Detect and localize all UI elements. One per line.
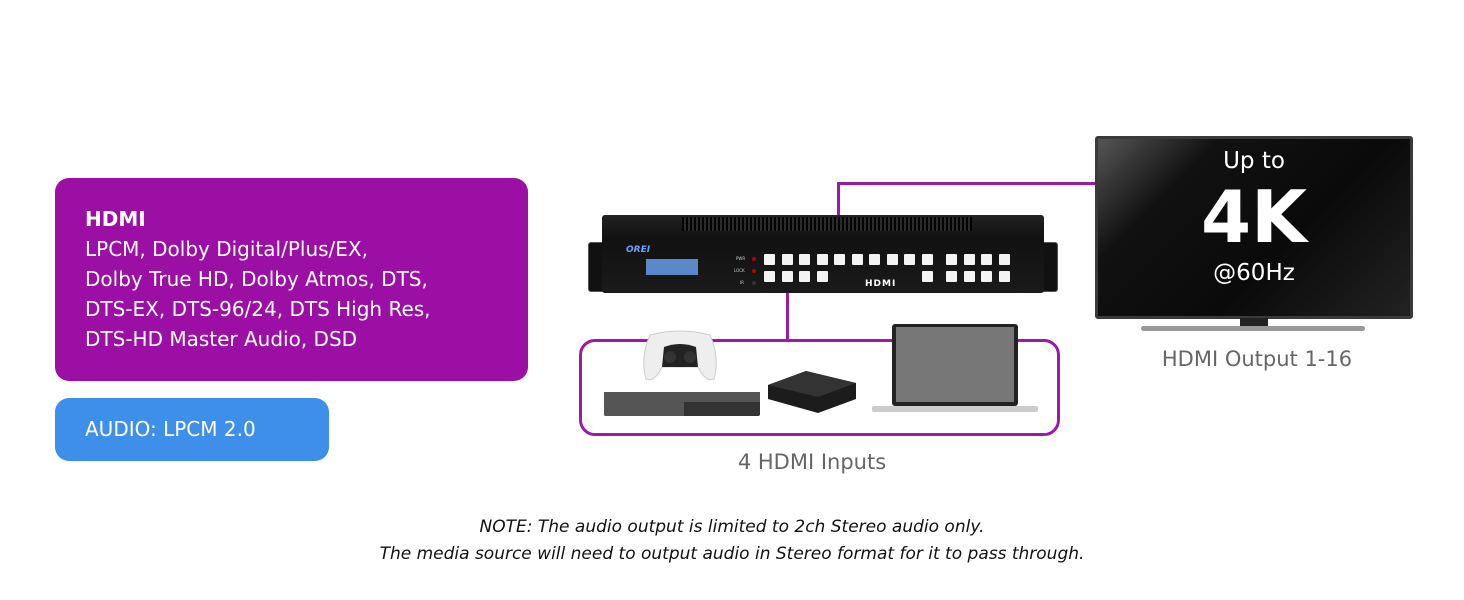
ir-sensor xyxy=(752,281,756,285)
output-caption: HDMI Output 1-16 xyxy=(1161,347,1353,371)
setup-button xyxy=(963,271,975,282)
setup-button xyxy=(981,254,992,265)
audio-output-badge: AUDIO: LPCM 2.0 xyxy=(55,398,329,461)
output-button xyxy=(921,254,933,265)
setup-button xyxy=(998,271,1010,282)
format-line: DTS-EX, DTS-96/24, DTS High Res, xyxy=(85,297,431,321)
setup-button xyxy=(963,254,975,265)
output-button xyxy=(886,254,898,265)
tv-stand-base xyxy=(1141,326,1365,331)
hdmi-matrix-switch: OREI HDMI PWR LOCK IR xyxy=(588,215,1058,293)
format-line: DTS-HD Master Audio, DSD xyxy=(85,327,358,351)
output-button xyxy=(834,254,845,265)
indicator-label: LOCK xyxy=(734,268,745,273)
tv-text-resolution: 4K xyxy=(1201,175,1307,259)
supported-audio-formats-panel: HDMI LPCM, Dolby Digital/Plus/EX, Dolby … xyxy=(55,178,528,381)
output-button xyxy=(781,254,793,265)
brand-logo: OREI xyxy=(626,245,651,255)
all-button xyxy=(921,271,933,282)
lcd-display xyxy=(646,259,698,275)
input-button xyxy=(764,271,775,282)
output-button xyxy=(851,254,863,265)
input-button xyxy=(799,271,810,282)
hdmi-inputs-group xyxy=(579,339,1060,436)
note-line: The media source will need to output aud… xyxy=(379,544,1085,564)
tv-text-upto: Up to xyxy=(1223,148,1285,174)
setup-button xyxy=(998,254,1010,265)
input-button xyxy=(816,271,828,282)
connector-line xyxy=(837,182,840,216)
output-button xyxy=(869,254,880,265)
streaming-box-icon xyxy=(768,371,856,413)
indicator-label: IR xyxy=(740,280,744,285)
setup-button xyxy=(981,271,992,282)
tv-stand-neck xyxy=(1240,318,1268,327)
format-line: Dolby True HD, Dolby Atmos, DTS, xyxy=(85,267,428,291)
output-button xyxy=(904,254,915,265)
connector-line xyxy=(837,182,1097,185)
switch-chassis: OREI HDMI PWR LOCK IR xyxy=(602,215,1044,293)
laptop-icon xyxy=(872,324,1038,412)
game-controller-icon xyxy=(643,330,717,381)
input-button xyxy=(781,271,793,282)
lock-led xyxy=(752,269,756,273)
connector-line xyxy=(786,292,789,340)
format-title: HDMI xyxy=(85,207,146,231)
setup-button xyxy=(946,254,957,265)
format-line: LPCM, Dolby Digital/Plus/EX, xyxy=(85,237,368,261)
pwr-led xyxy=(752,257,756,261)
hdmi-logo: HDMI xyxy=(865,279,897,289)
output-button xyxy=(799,254,810,265)
inputs-caption: 4 HDMI Inputs xyxy=(737,450,887,474)
setup-button xyxy=(946,271,957,282)
vents xyxy=(682,217,972,231)
tv-display: Up to 4K @60Hz xyxy=(1095,136,1413,319)
note-line: NOTE: The audio output is limited to 2ch… xyxy=(479,517,985,537)
indicator-label: PWR xyxy=(736,256,746,261)
output-button xyxy=(764,254,775,265)
blu-ray-player-icon xyxy=(604,392,760,416)
tv-text-refresh: @60Hz xyxy=(1213,260,1295,286)
output-button xyxy=(816,254,828,265)
